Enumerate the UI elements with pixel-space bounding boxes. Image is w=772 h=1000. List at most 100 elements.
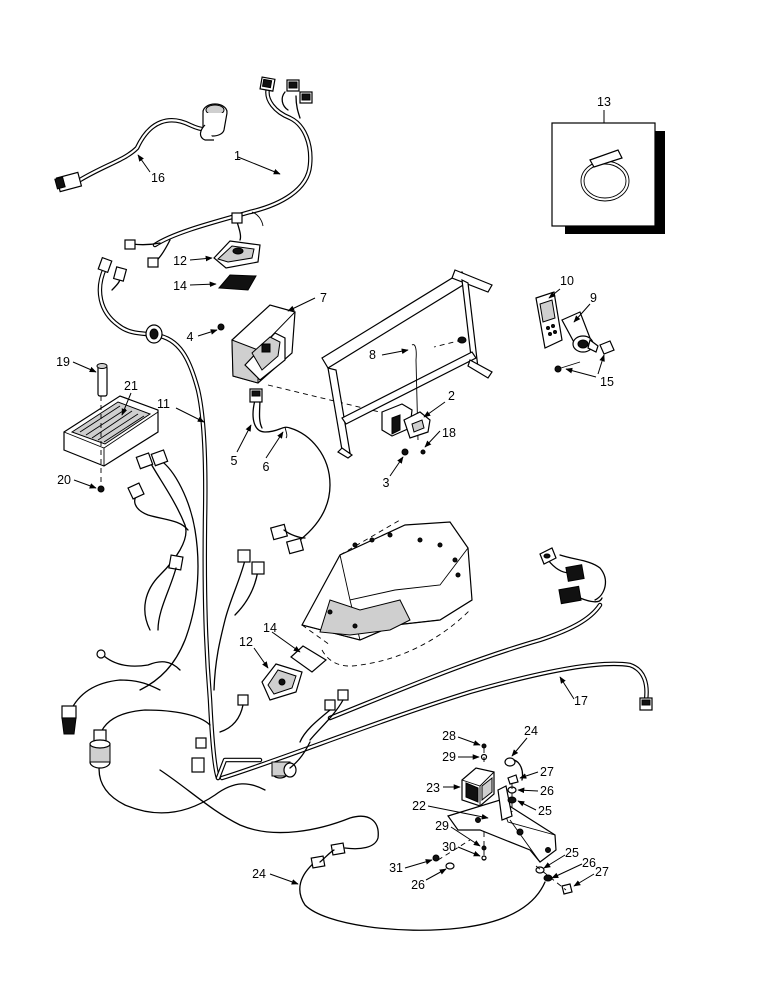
callout-1: 1 [234, 149, 241, 163]
leader-17 [559, 676, 575, 700]
callout-17: 17 [574, 694, 588, 708]
callout-2: 2 [448, 389, 455, 403]
pad-14-lower [271, 631, 328, 673]
screw-4 [197, 323, 225, 337]
leader-28 [457, 736, 481, 746]
callout-21: 21 [124, 379, 138, 393]
callout-31: 31 [389, 861, 403, 875]
leader-26-lower-left [425, 868, 447, 881]
callout-16: 16 [151, 171, 165, 185]
leader-7 [287, 297, 316, 312]
callout-15: 15 [600, 375, 614, 389]
clamp-inset-box [551, 110, 665, 234]
controller-7 [231, 297, 316, 384]
washers-25-26-27-lower [535, 854, 595, 895]
callout-29-top: 29 [442, 750, 456, 764]
callout-11: 11 [157, 397, 170, 411]
round-connector-16 [199, 103, 228, 141]
nut-20 [73, 396, 105, 493]
callout-22: 22 [412, 799, 426, 813]
leader-11 [175, 407, 205, 423]
fasteners-3-18 [389, 430, 441, 477]
leader-19 [72, 361, 97, 373]
leader-25-upper [517, 800, 537, 811]
leader-30 [457, 846, 481, 857]
callout-19: 19 [56, 355, 70, 369]
module-12-top [189, 240, 261, 269]
callout-10: 10 [560, 274, 574, 288]
leader-29-lower [450, 826, 481, 847]
leader-20 [73, 479, 97, 489]
leader-1 [237, 156, 281, 175]
callout-25-lower: 25 [565, 846, 579, 860]
callout-labels: 1 2 3 4 5 6 7 8 9 10 11 12 12 13 14 14 1… [56, 95, 614, 892]
callout-18: 18 [442, 426, 456, 440]
leader-27-lower [573, 873, 595, 887]
pin-19 [72, 361, 108, 397]
callout-12-top: 12 [173, 254, 187, 268]
round-connector-lower-left [89, 729, 111, 769]
leader-3 [389, 456, 404, 477]
callout-27-upper: 27 [540, 765, 554, 779]
callout-3: 3 [383, 476, 390, 490]
bolt-15 [554, 340, 615, 378]
leader-15a [597, 354, 605, 375]
callout-27-lower: 27 [595, 865, 609, 879]
leader-27-upper [519, 771, 539, 779]
leader-14-lower [271, 631, 301, 653]
small-fasteners-28-29 [457, 736, 488, 766]
relay-23 [443, 767, 495, 807]
leader-8 [381, 348, 409, 356]
callout-4: 4 [187, 330, 194, 344]
callout-7: 7 [320, 291, 327, 305]
harness-5-6 [236, 388, 331, 555]
callout-14-top: 14 [173, 279, 187, 293]
callout-25-upper: 25 [538, 804, 552, 818]
leader-26-upper [517, 787, 539, 794]
leader-24-lower [269, 873, 299, 885]
callout-24-upper: 24 [524, 724, 538, 738]
leader-5 [236, 424, 252, 453]
leader-9 [573, 303, 591, 323]
callout-13: 13 [597, 95, 611, 109]
callout-24-lower: 24 [252, 867, 266, 881]
leader-22 [427, 805, 489, 820]
module-12-lower [253, 647, 303, 701]
callout-20: 20 [57, 473, 71, 487]
harness-17 [215, 547, 653, 781]
callout-14-lower: 14 [263, 621, 277, 635]
round-connector-center [271, 761, 297, 779]
leader-15b [565, 367, 597, 378]
callout-26-lower-left: 26 [411, 878, 425, 892]
leader-18 [424, 430, 441, 448]
board-21 [63, 392, 159, 467]
leader-26-lower-right [551, 863, 583, 879]
leader-24-upper [511, 737, 528, 757]
harness-11 [97, 256, 221, 781]
leader-25-lower [543, 854, 566, 869]
bracket-clip-2 [381, 401, 446, 439]
callout-26-lower-right: 26 [582, 856, 596, 870]
callout-30: 30 [442, 840, 456, 854]
top-connectors-1 [259, 76, 313, 104]
bracket-frame-8 [321, 269, 493, 459]
callout-12-lower: 12 [239, 635, 253, 649]
harness-16 [54, 103, 228, 193]
callout-28: 28 [442, 729, 456, 743]
leader-10 [548, 288, 561, 299]
leader-21 [121, 392, 132, 416]
leader-31 [404, 859, 433, 869]
sensor-24-upper [504, 737, 528, 781]
fasteners-29-30-31-lower [404, 826, 487, 881]
leader-14-top [189, 281, 217, 288]
leader-12-lower [253, 647, 269, 669]
leader-6 [265, 431, 284, 459]
tray [301, 519, 473, 667]
leader-4 [197, 329, 218, 337]
callout-23: 23 [426, 781, 440, 795]
handheld-10 [535, 288, 563, 349]
callout-9: 9 [590, 291, 597, 305]
washers-25-26-27-upper [507, 771, 539, 812]
callout-29-lower: 29 [435, 819, 449, 833]
